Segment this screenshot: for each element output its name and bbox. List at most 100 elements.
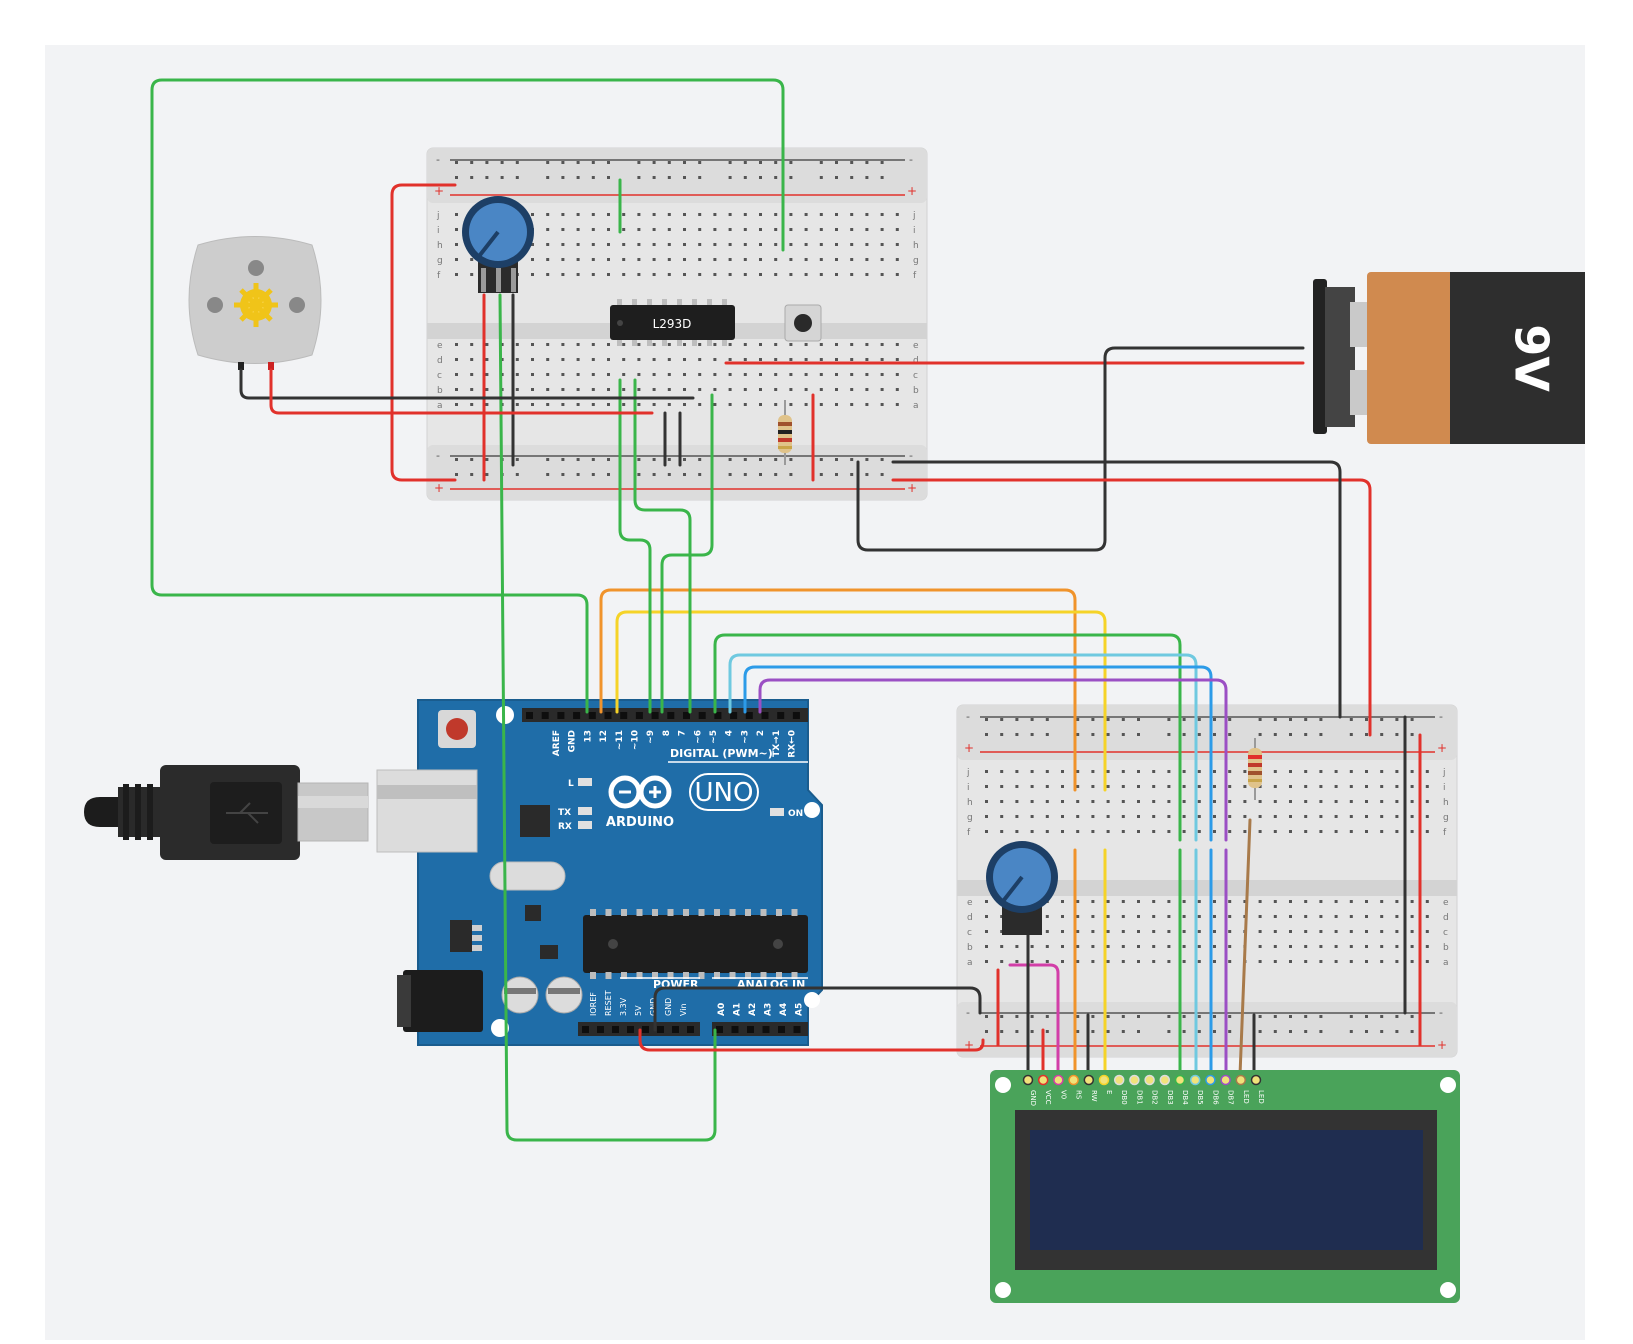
row-label: j	[436, 211, 440, 221]
lcd-pin[interactable]	[1250, 1074, 1262, 1086]
lcd-pin[interactable]	[1022, 1074, 1034, 1086]
lcd-pin-label: DB0	[1120, 1090, 1128, 1105]
lcd-pin-label: VCC	[1044, 1090, 1052, 1105]
row-label: e	[1443, 898, 1449, 908]
analog-pin-label: A5	[795, 1003, 805, 1016]
power-pin-label: IOREF	[589, 992, 598, 1016]
digital-pin-label: 7	[678, 730, 688, 736]
analog-pin-label: A4	[779, 1003, 789, 1016]
lcd-pin[interactable]	[1205, 1074, 1216, 1086]
row-label: c	[437, 371, 442, 381]
wire-green-a0	[498, 293, 717, 1142]
led-l-label: L	[568, 779, 574, 789]
lcd-pin[interactable]	[1220, 1074, 1231, 1086]
row-label: b	[437, 386, 443, 396]
lcd-pin-label: RW	[1090, 1090, 1098, 1102]
row-label: j	[1442, 768, 1446, 778]
rail-plus-label: +	[907, 481, 917, 495]
lcd-pin[interactable]	[1235, 1074, 1247, 1086]
resistor-icon[interactable]	[1248, 738, 1262, 800]
wire-green-d5	[713, 633, 1182, 842]
rail-minus-label: -	[966, 710, 970, 723]
lcd-pin-label: DB4	[1181, 1090, 1189, 1105]
wire-red-rail2	[891, 478, 1372, 737]
dc-motor-icon[interactable]	[188, 236, 322, 371]
lcd-pin[interactable]	[1144, 1074, 1155, 1086]
battery-icon[interactable]: 9V	[1313, 272, 1585, 444]
digital-pin-label: TX→1	[772, 730, 782, 757]
lcd-pin[interactable]	[1113, 1074, 1125, 1086]
lcd-pin[interactable]	[1083, 1074, 1095, 1086]
lcd-pin-label: GND	[1029, 1090, 1037, 1106]
row-label: h	[1443, 798, 1449, 808]
potentiometer-icon[interactable]	[462, 196, 534, 293]
lcd-pin[interactable]	[1098, 1074, 1110, 1086]
row-label: g	[967, 813, 973, 823]
wire-red-5v	[638, 1028, 985, 1052]
wire-green-d7	[660, 393, 714, 714]
lcd-pin[interactable]	[1053, 1074, 1064, 1086]
row-label: d	[1443, 913, 1449, 923]
wire-red-motor	[269, 368, 654, 415]
wire-magenta-v0	[1008, 963, 1060, 1077]
digital-pin-label: ~9	[646, 730, 656, 744]
lcd-pin[interactable]	[1129, 1074, 1140, 1086]
digital-pin-label: RX←0	[788, 730, 798, 758]
power-pin-label: 3.3V	[619, 997, 628, 1016]
power-jack	[403, 970, 483, 1032]
wire-green-d8	[633, 378, 692, 714]
row-label: f	[913, 271, 917, 281]
digital-pin-label: 13	[583, 730, 593, 743]
row-label: j	[912, 211, 916, 221]
row-label: b	[1443, 943, 1449, 953]
lcd-pin[interactable]	[1037, 1074, 1049, 1086]
wire-lightblue	[728, 653, 1198, 842]
lcd-pin[interactable]	[1068, 1074, 1079, 1086]
led-rx-label: RX	[558, 822, 572, 832]
l293d-chip[interactable]: L293D	[610, 299, 735, 346]
wire-black-rail2	[891, 460, 1342, 719]
rail-minus-label: -	[909, 153, 913, 166]
pushbutton-icon[interactable]	[784, 304, 822, 342]
rail-plus-label: +	[964, 741, 974, 755]
row-label: e	[437, 341, 443, 351]
row-label: h	[913, 241, 919, 251]
rail-minus-label: -	[436, 449, 440, 462]
wire-brown-led	[1238, 818, 1252, 1077]
power-pin-label: GND	[664, 998, 673, 1016]
rail-minus-label: -	[909, 449, 913, 462]
digital-pin-label: 4	[725, 730, 735, 736]
wire-red-rail	[390, 183, 457, 482]
digital-pin-label: 2	[756, 730, 766, 736]
row-label: a	[437, 401, 443, 411]
resistor-icon[interactable]	[778, 400, 792, 465]
lcd-pin[interactable]	[1174, 1074, 1186, 1086]
wire-yellow	[615, 610, 1107, 792]
lcd-pin-label: DB6	[1211, 1090, 1219, 1105]
row-label: h	[967, 798, 973, 808]
lcd-pin[interactable]	[1159, 1074, 1171, 1086]
row-label: a	[913, 401, 919, 411]
potentiometer-icon[interactable]	[986, 841, 1058, 935]
row-label: g	[913, 256, 919, 266]
digital-pin-label: ~6	[693, 730, 703, 744]
digital-pin-label: 8	[662, 730, 672, 736]
lcd-pin-label: LED	[1242, 1090, 1250, 1104]
analog-pin-label: A1	[733, 1003, 743, 1016]
row-label: i	[913, 226, 916, 236]
row-label: g	[437, 256, 443, 266]
wire-black-battery	[856, 346, 1305, 552]
brand-label: ARDUINO	[606, 815, 674, 830]
row-label: h	[437, 241, 443, 251]
lcd-pin[interactable]	[1189, 1074, 1201, 1086]
rail-minus-label: -	[966, 1006, 970, 1019]
digital-pin-label: ~3	[740, 730, 750, 744]
lcd-screen	[1030, 1130, 1423, 1250]
model-label: UNO	[695, 778, 754, 808]
lcd-pin-label: DB1	[1135, 1090, 1143, 1105]
